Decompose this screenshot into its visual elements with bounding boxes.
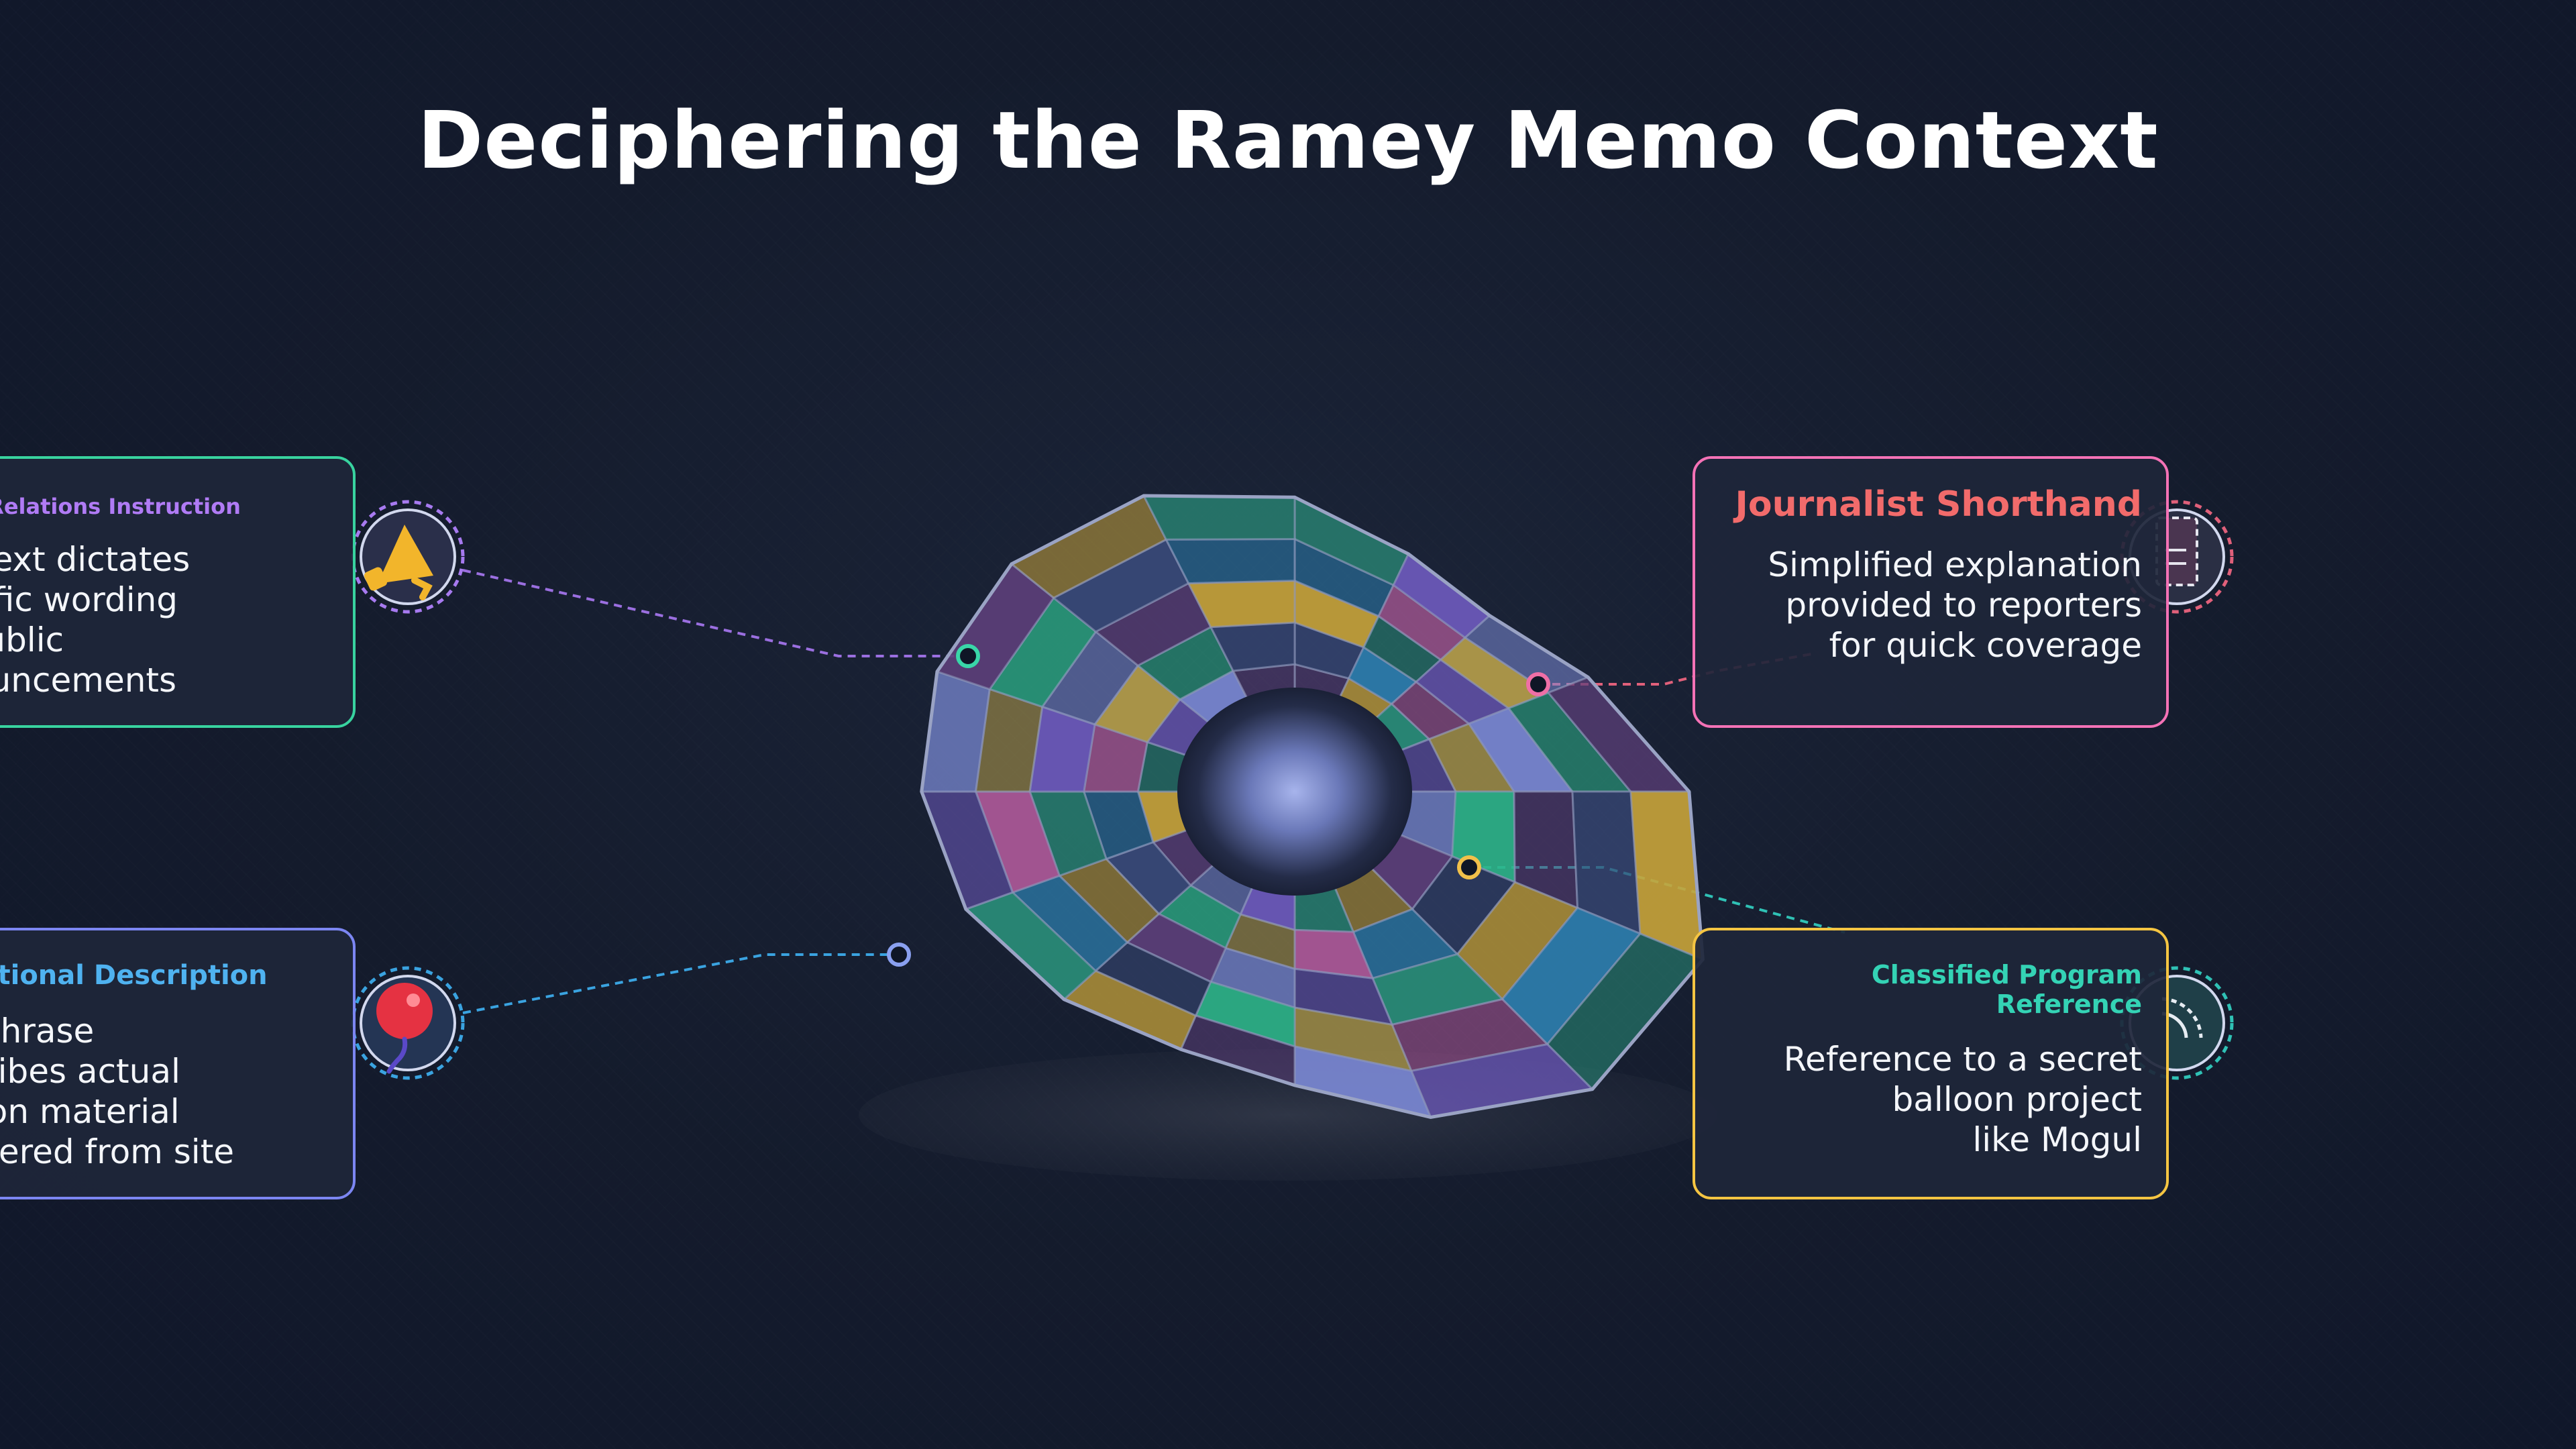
card-journalist-title: Journalist Shorthand — [1735, 484, 2142, 525]
connector-public-relations — [462, 569, 966, 657]
anchor-dot-pink — [1526, 672, 1550, 696]
card-public-relations-body: The text dictates specific wording for p… — [0, 540, 191, 700]
wheel-segment — [1142, 494, 1296, 541]
wheel-segment — [1164, 537, 1296, 585]
connector-operational — [462, 953, 899, 1014]
card-classified-body: Reference to a secret balloon project li… — [1783, 1040, 2142, 1159]
card-public-relations: Public Relations Instruction The text di… — [0, 456, 356, 728]
anchor-points — [887, 644, 1550, 967]
card-journalist: Journalist Shorthand Simplified explanat… — [1693, 456, 2169, 728]
card-operational-title: Operational Description — [0, 960, 268, 991]
central-orb — [1177, 688, 1412, 896]
wheel-rim — [920, 494, 1705, 1120]
card-operational-body: The phrase describes actual balloon mate… — [0, 1012, 235, 1171]
card-operational: Operational Description The phrase descr… — [0, 928, 356, 1199]
anchor-dot-green — [956, 644, 980, 668]
anchor-dot-yellow — [1457, 855, 1481, 879]
page-title: Deciphering the Ramey Memo Context — [417, 94, 2159, 186]
megaphone-icon — [351, 500, 465, 614]
card-classified-title: Classified Program Reference — [1871, 960, 2142, 1019]
anchor-dot-blue — [887, 943, 911, 967]
balloon-pin-icon — [351, 966, 465, 1080]
card-classified: Classified Program Reference Reference t… — [1693, 928, 2169, 1199]
card-journalist-body: Simplified explanation provided to repor… — [1768, 545, 2142, 665]
card-public-relations-title: Public Relations Instruction — [0, 494, 241, 519]
